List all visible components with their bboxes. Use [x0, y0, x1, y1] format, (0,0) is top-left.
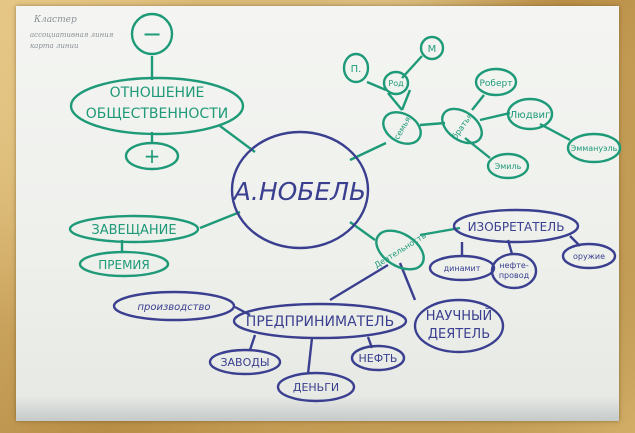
svg-text:−: − [142, 20, 162, 48]
p-node: П. [342, 52, 370, 84]
svg-text:провод: провод [499, 271, 530, 280]
svg-text:Людвиг: Людвиг [510, 110, 551, 121]
svg-text:Роберт: Роберт [480, 79, 513, 89]
brothers-node: братья [441, 107, 483, 145]
svg-text:Эмиль: Эмиль [495, 162, 522, 171]
svg-text:М: М [428, 44, 437, 55]
testament-node: ЗАВЕЩАНИЕ [68, 214, 200, 244]
robert-node: Роберт [474, 67, 518, 97]
prize-node: ПРЕМИЯ [78, 250, 170, 278]
svg-text:ПРЕДПРИНИМАТЕЛЬ: ПРЕДПРИНИМАТЕЛЬ [246, 314, 394, 330]
svg-text:семья: семья [392, 115, 412, 141]
svg-text:Эммануэль: Эммануэль [571, 144, 618, 153]
activity-node: Деятельность [373, 229, 428, 271]
svg-text:оружие: оружие [573, 252, 605, 261]
svg-text:ОБЩЕСТВЕННОСТИ: ОБЩЕСТВЕННОСТИ [86, 106, 228, 122]
svg-text:братья: братья [450, 112, 474, 141]
svg-text:ПРЕМИЯ: ПРЕМИЯ [98, 258, 150, 272]
ludwig-node: Людвиг [506, 97, 554, 131]
plus-node: + [124, 141, 180, 171]
svg-text:ДЕНЬГИ: ДЕНЬГИ [293, 381, 339, 394]
rod-node: Род [382, 70, 410, 96]
money-node: ДЕНЬГИ [276, 371, 356, 403]
svg-text:ОТНОШЕНИЕ: ОТНОШЕНИЕ [110, 85, 205, 101]
svg-text:+: + [144, 144, 161, 168]
emanuel-node: Эммануэль [566, 132, 622, 164]
factories-node: ЗАВОДЫ [208, 348, 282, 376]
oil-node: НЕФТЬ [350, 344, 406, 372]
svg-text:НЕФТЬ: НЕФТЬ [359, 352, 398, 365]
svg-text:ИЗОБРЕТАТЕЛЬ: ИЗОБРЕТАТЕЛЬ [468, 220, 565, 234]
svg-text:нефте-: нефте- [499, 261, 529, 270]
svg-text:ДЕЯТЕЛЬ: ДЕЯТЕЛЬ [428, 327, 490, 342]
m-node: М [419, 35, 445, 61]
pencil-note-2: ассоциативная линия [30, 31, 114, 39]
svg-text:динамит: динамит [444, 264, 481, 273]
pencil-note-1: Кластер [33, 15, 77, 25]
pipeline-node: нефте- провод [490, 252, 538, 290]
pencil-note-3: карта линии [30, 42, 79, 50]
weapon-node: оружие [561, 242, 617, 270]
svg-text:ЗАВЕЩАНИЕ: ЗАВЕЩАНИЕ [91, 223, 176, 238]
paper-sheet [16, 6, 619, 421]
svg-text:П.: П. [351, 64, 362, 75]
dynamite-node: динамит [428, 254, 496, 282]
svg-text:ЗАВОДЫ: ЗАВОДЫ [220, 356, 269, 369]
scientist-node: НАУЧНЫЙ ДЕЯТЕЛЬ [413, 298, 505, 354]
svg-text:НАУЧНЫЙ: НАУЧНЫЙ [426, 308, 492, 324]
relation-node: ОТНОШЕНИЕ ОБЩЕСТВЕННОСТИ [69, 76, 245, 136]
svg-text:производство: производство [137, 302, 210, 313]
minus-node: − [130, 12, 174, 56]
emil-node: Эмиль [486, 152, 530, 180]
center-node: А.НОБЕЛЬ [230, 130, 370, 250]
inventor-node: ИЗОБРЕТАТЕЛЬ [452, 208, 580, 244]
entrepreneur-node: ПРЕДПРИНИМАТЕЛЬ [232, 302, 408, 340]
svg-text:Род: Род [388, 79, 404, 88]
center-label: А.НОБЕЛЬ [232, 177, 366, 206]
production-node: производство [112, 290, 236, 322]
